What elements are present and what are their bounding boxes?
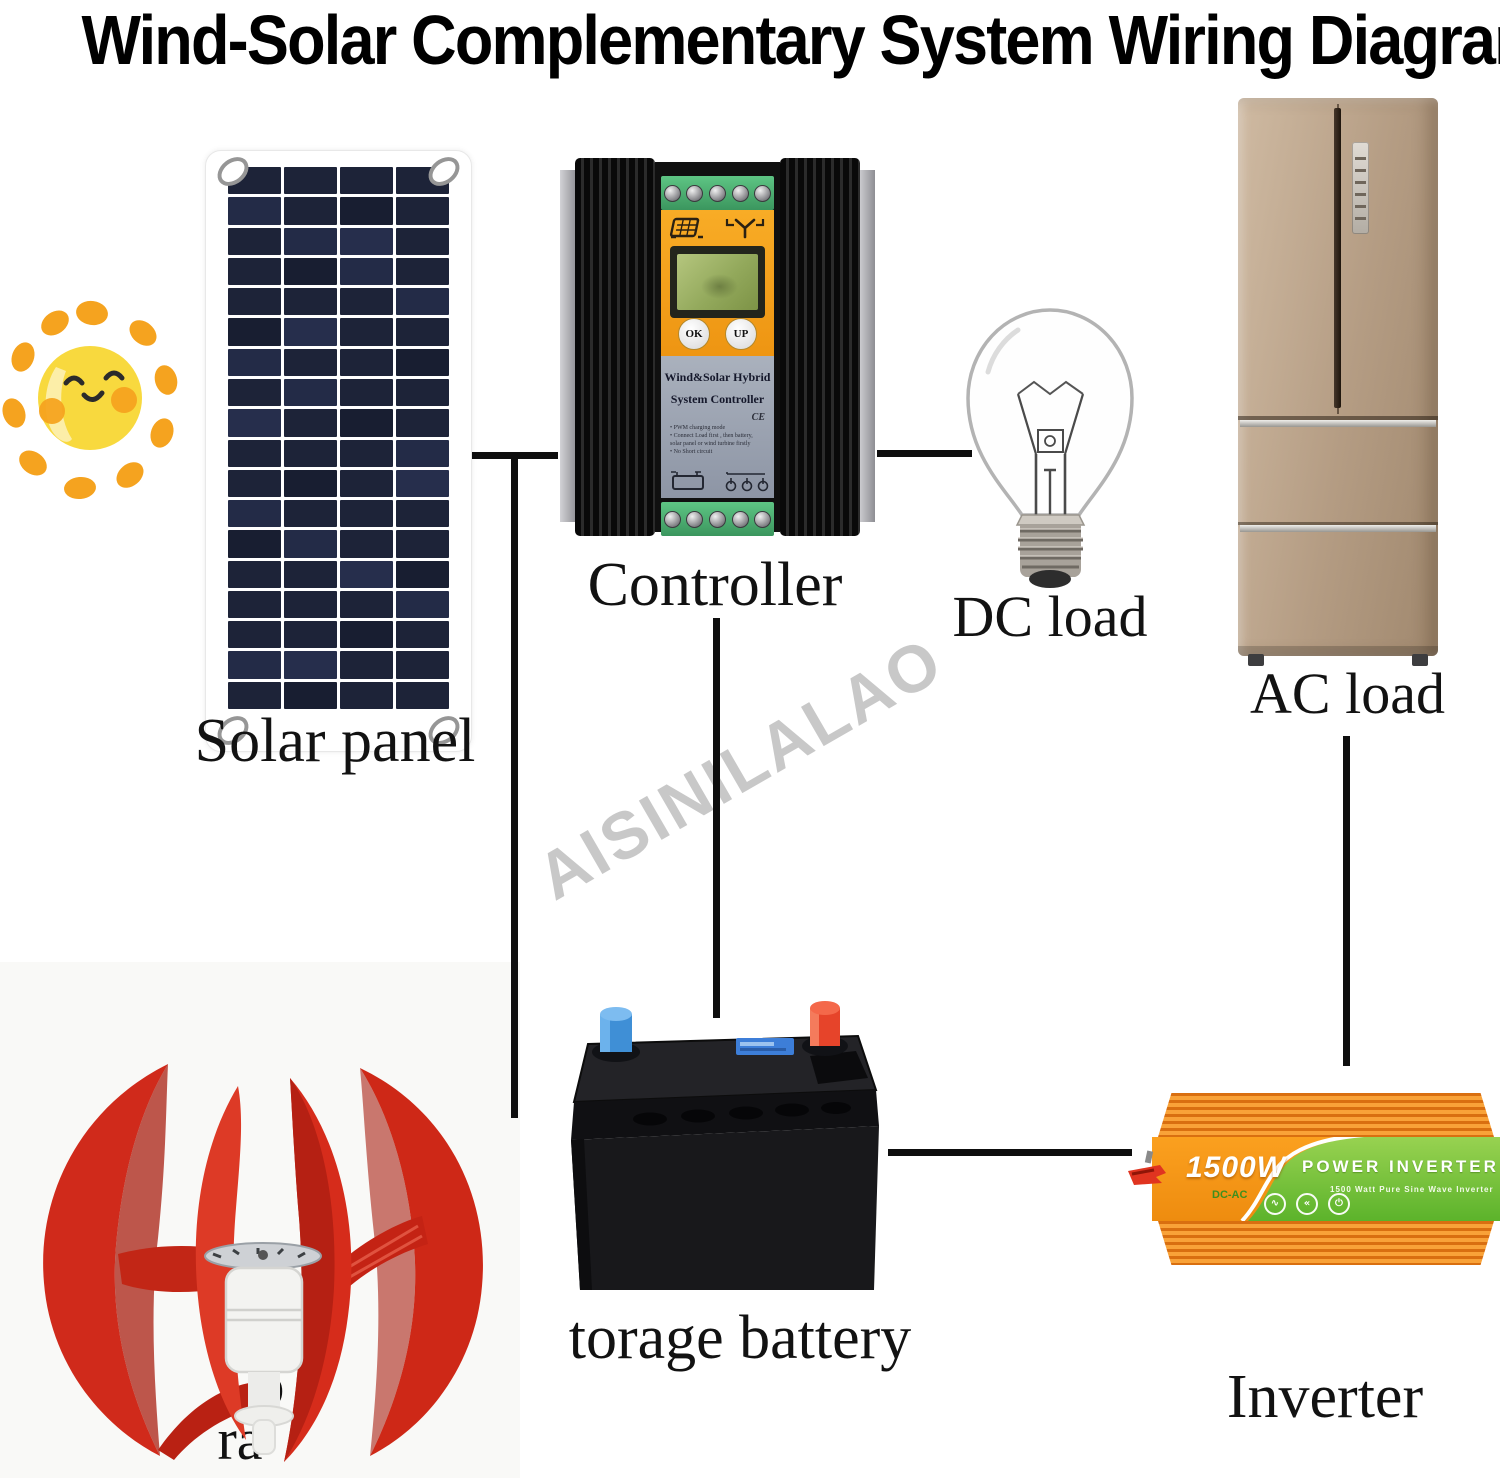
page-title: Wind-Solar Complementary System Wiring D… — [0, 0, 1500, 80]
terminal-screw-icon — [754, 184, 772, 202]
terminal-screw-icon — [754, 510, 772, 528]
sine-wave-icon: ∿ — [1264, 1193, 1286, 1215]
battery-load-glyphs — [667, 470, 769, 492]
ce-mark: CE — [751, 412, 765, 423]
controller-heatsink-left — [575, 158, 655, 536]
controller-image: OK UP Wind&Solar Hybrid System Controlle… — [560, 158, 875, 538]
up-button[interactable]: UP — [725, 318, 757, 350]
page-title-text: Wind-Solar Complementary System Wiring D… — [81, 1, 1500, 79]
device-title-line2: System Controller — [670, 392, 765, 406]
wire-junction-to-turbine — [511, 452, 518, 1118]
inverter-heatsink-top — [1158, 1093, 1494, 1137]
device-title-line1: Wind&Solar Hybrid — [664, 370, 771, 384]
terminal-screw-icon — [663, 510, 681, 528]
battery-image — [571, 1001, 879, 1290]
terminal-screw-icon — [708, 510, 726, 528]
terminal-block-top — [661, 176, 774, 210]
fridge-control-panel — [1352, 142, 1369, 234]
inverter-power-text: 1500W — [1186, 1151, 1287, 1184]
inverter-tagline-text: 1500 Watt Pure Sine Wave Inverter — [1330, 1185, 1494, 1194]
solar-input-icon — [669, 217, 703, 239]
wire-battery-to-inverter — [888, 1149, 1132, 1156]
terminal-screw-icon — [731, 184, 749, 202]
inverter-heatsink-bottom — [1158, 1221, 1494, 1265]
ok-button[interactable]: OK — [678, 318, 710, 350]
solar-cells-grid — [228, 167, 449, 709]
inverter-image: 1500W DC-AC POWER INVERTER 1500 Watt Pur… — [1128, 1093, 1500, 1265]
terminal-block-bottom — [661, 502, 774, 536]
controller-gray-panel: Wind&Solar Hybrid System Controller CE •… — [661, 356, 774, 498]
controller-heatsink-right — [780, 158, 860, 536]
wire-acload-to-inverter — [1343, 736, 1350, 1066]
fridge-trim — [1240, 525, 1436, 532]
inverter-face: 1500W DC-AC POWER INVERTER 1500 Watt Pur… — [1152, 1137, 1500, 1221]
terminal-screw-icon — [686, 510, 704, 528]
controller-label: Controller — [587, 551, 843, 619]
terminal-screw-icon — [663, 184, 681, 202]
fridge-handle — [1334, 108, 1341, 408]
lcd-screen — [677, 254, 758, 310]
power-icon: ⏻ — [1328, 1193, 1350, 1215]
controller-front-panel: OK UP Wind&Solar Hybrid System Controlle… — [655, 162, 780, 536]
inverter-mode-text: DC-AC — [1212, 1189, 1248, 1201]
light-bulb-image — [966, 308, 1134, 588]
solar-panel-label: Solar panel — [194, 707, 476, 775]
sun-icon — [2, 300, 178, 500]
fridge-trim — [1240, 420, 1436, 427]
battery-label: torage battery — [568, 1304, 912, 1372]
wind-input-icon — [725, 218, 765, 239]
wind-turbine-image — [43, 1064, 483, 1462]
controller-orange-panel: OK UP — [661, 210, 774, 356]
fridge-foot — [1412, 654, 1428, 666]
device-feature-list: • PWM charging mode • Connect Load first… — [670, 425, 753, 455]
inverter-name-text: POWER INVERTER — [1302, 1157, 1499, 1176]
solar-panel-image — [205, 150, 472, 752]
inverter-clamp-icon — [1128, 1150, 1166, 1185]
wire-controller-to-dcload — [877, 450, 972, 457]
fast-charge-icon: « — [1296, 1193, 1318, 1215]
controller-lcd — [670, 246, 765, 318]
ac-load-label: AC load — [1250, 661, 1445, 726]
wire-controller-to-battery — [713, 618, 720, 1018]
controller-left-rail — [560, 170, 577, 522]
dc-load-label: DC load — [952, 584, 1148, 649]
inverter-label: Inverter — [1226, 1363, 1424, 1431]
terminal-screw-icon — [686, 184, 704, 202]
terminal-screw-icon — [731, 510, 749, 528]
refrigerator-image — [1238, 98, 1438, 666]
controller-right-rail — [858, 170, 875, 522]
fridge-foot — [1248, 654, 1264, 666]
terminal-screw-icon — [708, 184, 726, 202]
